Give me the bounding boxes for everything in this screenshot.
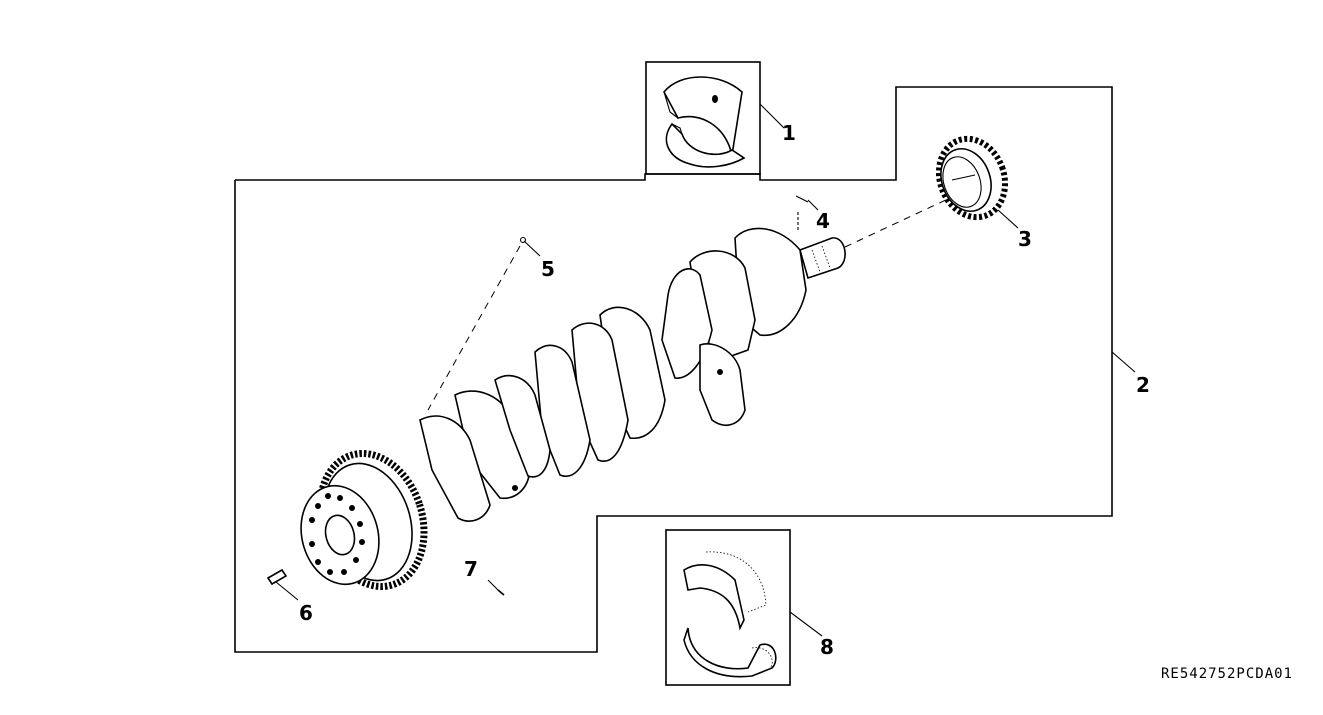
main-bearing-icon xyxy=(663,76,746,168)
plug-alignment-line xyxy=(427,245,521,411)
leader-2 xyxy=(1111,351,1136,373)
bearing-inset-box-8 xyxy=(665,529,791,686)
callout-8: 8 xyxy=(820,635,834,659)
callout-5: 5 xyxy=(541,257,555,281)
leader-7 xyxy=(487,579,501,593)
callout-7: 7 xyxy=(464,557,478,581)
reference-code: RE542752PCDA01 xyxy=(1160,666,1293,682)
callout-3: 3 xyxy=(1018,227,1032,251)
dowel-pin-icon xyxy=(266,568,288,586)
leader-6 xyxy=(275,581,299,601)
callout-6: 6 xyxy=(299,601,313,625)
leader-3 xyxy=(997,209,1019,229)
assembly-outline xyxy=(234,86,1113,653)
callout-1: 1 xyxy=(782,121,796,145)
callout-4: 4 xyxy=(816,209,830,233)
crankshaft-gear-icon xyxy=(935,135,1009,221)
leader-4 xyxy=(807,199,819,211)
thrust-bearing-icon xyxy=(683,551,777,678)
callout-2: 2 xyxy=(1136,373,1150,397)
gear-alignment-line xyxy=(844,197,951,248)
leader-8 xyxy=(789,611,823,637)
leader-1 xyxy=(759,103,785,129)
bearing-inset-box-1 xyxy=(645,61,761,175)
key-pin-icon xyxy=(795,195,809,232)
leader-5 xyxy=(523,240,541,257)
crankshaft-icon xyxy=(300,227,846,590)
plug-icon xyxy=(519,236,527,244)
